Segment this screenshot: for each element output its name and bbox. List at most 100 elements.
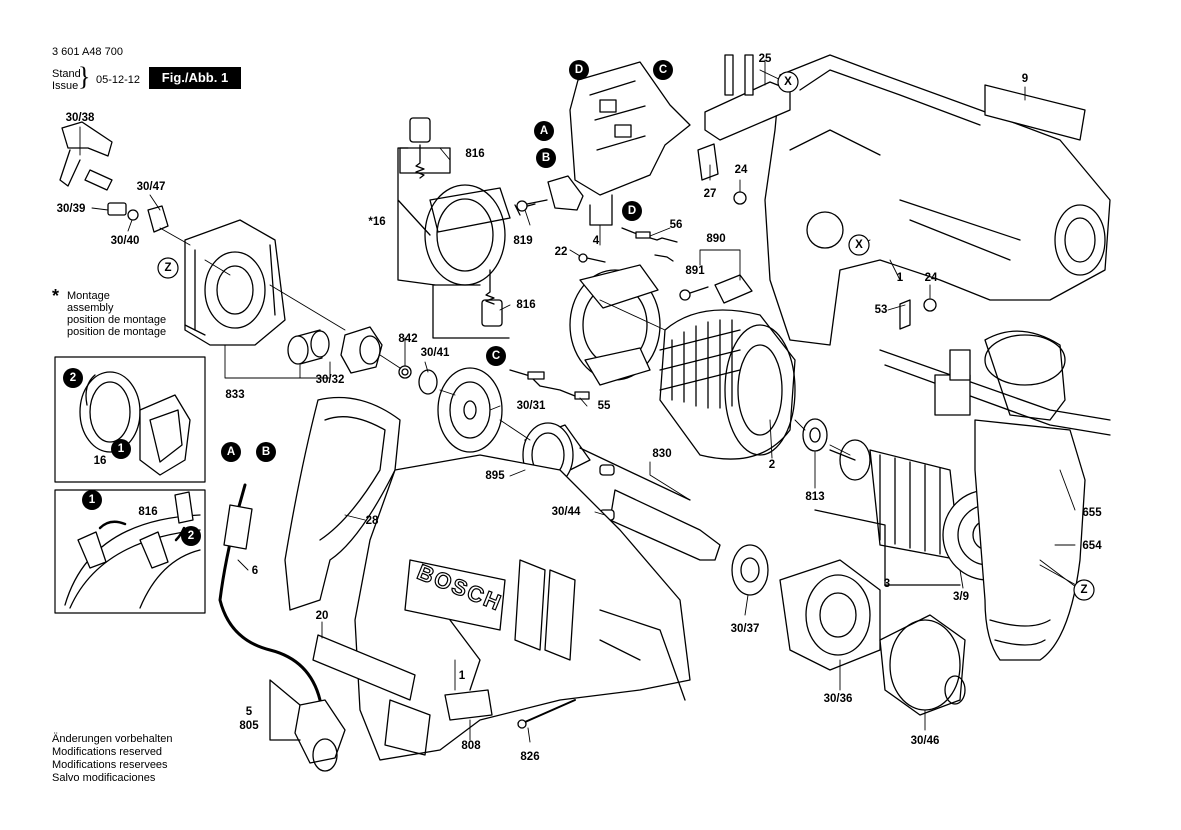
brace-glyph: } bbox=[78, 62, 91, 91]
housing-main bbox=[354, 454, 691, 761]
ref-x-top-label: X bbox=[784, 76, 792, 88]
callout-1-top-inset bbox=[111, 439, 131, 459]
part-label-53: 53 bbox=[874, 304, 888, 316]
ref-z-right-label: Z bbox=[1080, 584, 1088, 596]
part-label-55: 55 bbox=[597, 400, 611, 412]
callout-c-top bbox=[653, 60, 673, 80]
part-label-895: 895 bbox=[485, 470, 505, 482]
ref-x-top bbox=[777, 71, 799, 93]
part-label-30-40: 30/40 bbox=[110, 235, 140, 247]
part-label-1-housing: 1 bbox=[458, 670, 466, 682]
ref-x-mid-label: X bbox=[855, 239, 863, 251]
callout-b-cord-label: B bbox=[261, 446, 271, 458]
part-label-30-38: 30/38 bbox=[65, 112, 95, 124]
callout-c-mid-label: C bbox=[491, 350, 501, 362]
part-label-16-inset: 16 bbox=[93, 455, 107, 467]
part-label-30-47: 30/47 bbox=[136, 181, 166, 193]
bearing-and-nut bbox=[287, 326, 412, 379]
part-label-3: 3 bbox=[883, 578, 891, 590]
wire-56 bbox=[621, 227, 678, 262]
part-label-30-36: 30/36 bbox=[823, 693, 853, 705]
part-label-891: 891 bbox=[685, 265, 705, 277]
bearing-813 bbox=[802, 418, 828, 452]
part-label-816-mid: 816 bbox=[516, 299, 536, 311]
callout-2-top-inset bbox=[63, 368, 83, 388]
callout-b-top bbox=[536, 148, 556, 168]
callout-a-top bbox=[534, 121, 554, 141]
callout-a-top-label: A bbox=[539, 125, 549, 137]
callout-1-bottom-inset bbox=[82, 490, 102, 510]
issue-label: Issue bbox=[52, 80, 79, 92]
part-label-3-9: 3/9 bbox=[953, 591, 969, 603]
part-label-1-shell: 1 bbox=[896, 272, 904, 284]
leader-lines bbox=[79, 59, 1086, 743]
part-number: 3 601 A48 700 bbox=[52, 46, 123, 58]
callout-d-mid bbox=[622, 201, 642, 221]
callout-c-mid bbox=[486, 346, 506, 366]
callout-2-bottom-inset bbox=[181, 526, 201, 546]
label-sticker-20 bbox=[312, 634, 416, 701]
assembly-line: position de montage bbox=[67, 314, 167, 326]
part-label-24-top: 24 bbox=[734, 164, 748, 176]
part-label-830: 830 bbox=[652, 448, 672, 460]
part-label-27: 27 bbox=[703, 188, 717, 200]
note-line: Modifications reserved bbox=[52, 746, 163, 758]
part-label-813: 813 bbox=[805, 491, 825, 503]
note-line: Salvo modificaciones bbox=[52, 772, 156, 784]
callout-b-top-label: B bbox=[541, 152, 551, 164]
part-label-842: 842 bbox=[398, 333, 418, 345]
power-cord bbox=[218, 483, 346, 772]
wire-55 bbox=[509, 369, 590, 400]
assembly-asterisk: * bbox=[52, 286, 60, 306]
callout-2-top-inset-label: 2 bbox=[69, 372, 77, 384]
modifications-note: Änderungen vorbehalten Modifications res… bbox=[52, 733, 172, 785]
part-label-30-37: 30/37 bbox=[730, 623, 760, 635]
callout-a-cord bbox=[221, 442, 241, 462]
callout-circles bbox=[63, 60, 673, 546]
note-line: Modifications reservees bbox=[52, 759, 168, 771]
note-line: Änderungen vorbehalten bbox=[52, 733, 173, 745]
part-label-819: 819 bbox=[513, 235, 533, 247]
part-label-30-44: 30/44 bbox=[551, 506, 581, 518]
callout-d-top-label: D bbox=[574, 64, 584, 76]
part-label-6: 6 bbox=[251, 565, 259, 577]
part-label-16-star: *16 bbox=[368, 216, 386, 228]
part-label-890: 890 bbox=[706, 233, 726, 245]
switch-cover bbox=[697, 54, 937, 330]
part-label-30-39: 30/39 bbox=[56, 203, 86, 215]
label-sticker-808 bbox=[444, 689, 493, 721]
field-stator bbox=[659, 309, 796, 460]
part-label-22: 22 bbox=[554, 246, 568, 258]
part-label-654: 654 bbox=[1082, 540, 1102, 552]
assembly-note: Montage assembly position de montage pos… bbox=[67, 290, 166, 338]
part-label-24-right: 24 bbox=[924, 272, 938, 284]
part-label-4: 4 bbox=[592, 235, 600, 247]
part-label-20: 20 bbox=[315, 610, 329, 622]
ref-z-left bbox=[157, 257, 179, 279]
issue-date: 05-12-12 bbox=[96, 74, 141, 86]
side-handle bbox=[284, 396, 401, 611]
part-label-816-top: 816 bbox=[465, 148, 485, 160]
part-label-805: 805 bbox=[239, 720, 259, 732]
callout-d-top bbox=[569, 60, 589, 80]
callout-c-top-label: C bbox=[658, 64, 668, 76]
part-label-655: 655 bbox=[1082, 507, 1102, 519]
part-label-833: 833 bbox=[225, 389, 245, 401]
part-label-56: 56 bbox=[669, 219, 683, 231]
part-label-816-inset: 816 bbox=[138, 506, 158, 518]
part-label-9: 9 bbox=[1021, 73, 1029, 85]
ref-x-mid bbox=[848, 234, 870, 256]
callout-1-top-inset-label: 1 bbox=[117, 443, 125, 455]
part-label-28: 28 bbox=[365, 515, 379, 527]
part-label-30-31: 30/31 bbox=[516, 400, 546, 412]
callout-a-cord-label: A bbox=[226, 446, 236, 458]
part-label-30-46: 30/46 bbox=[910, 735, 940, 747]
inset-box-top bbox=[54, 356, 206, 483]
assembly-line: Montage bbox=[67, 290, 110, 302]
ref-z-right bbox=[1073, 579, 1095, 601]
part-label-826: 826 bbox=[520, 751, 540, 763]
part-label-808: 808 bbox=[461, 740, 481, 752]
part-label-2: 2 bbox=[768, 459, 776, 471]
housing-shell-right bbox=[764, 54, 1111, 346]
brush-plate bbox=[397, 117, 511, 339]
